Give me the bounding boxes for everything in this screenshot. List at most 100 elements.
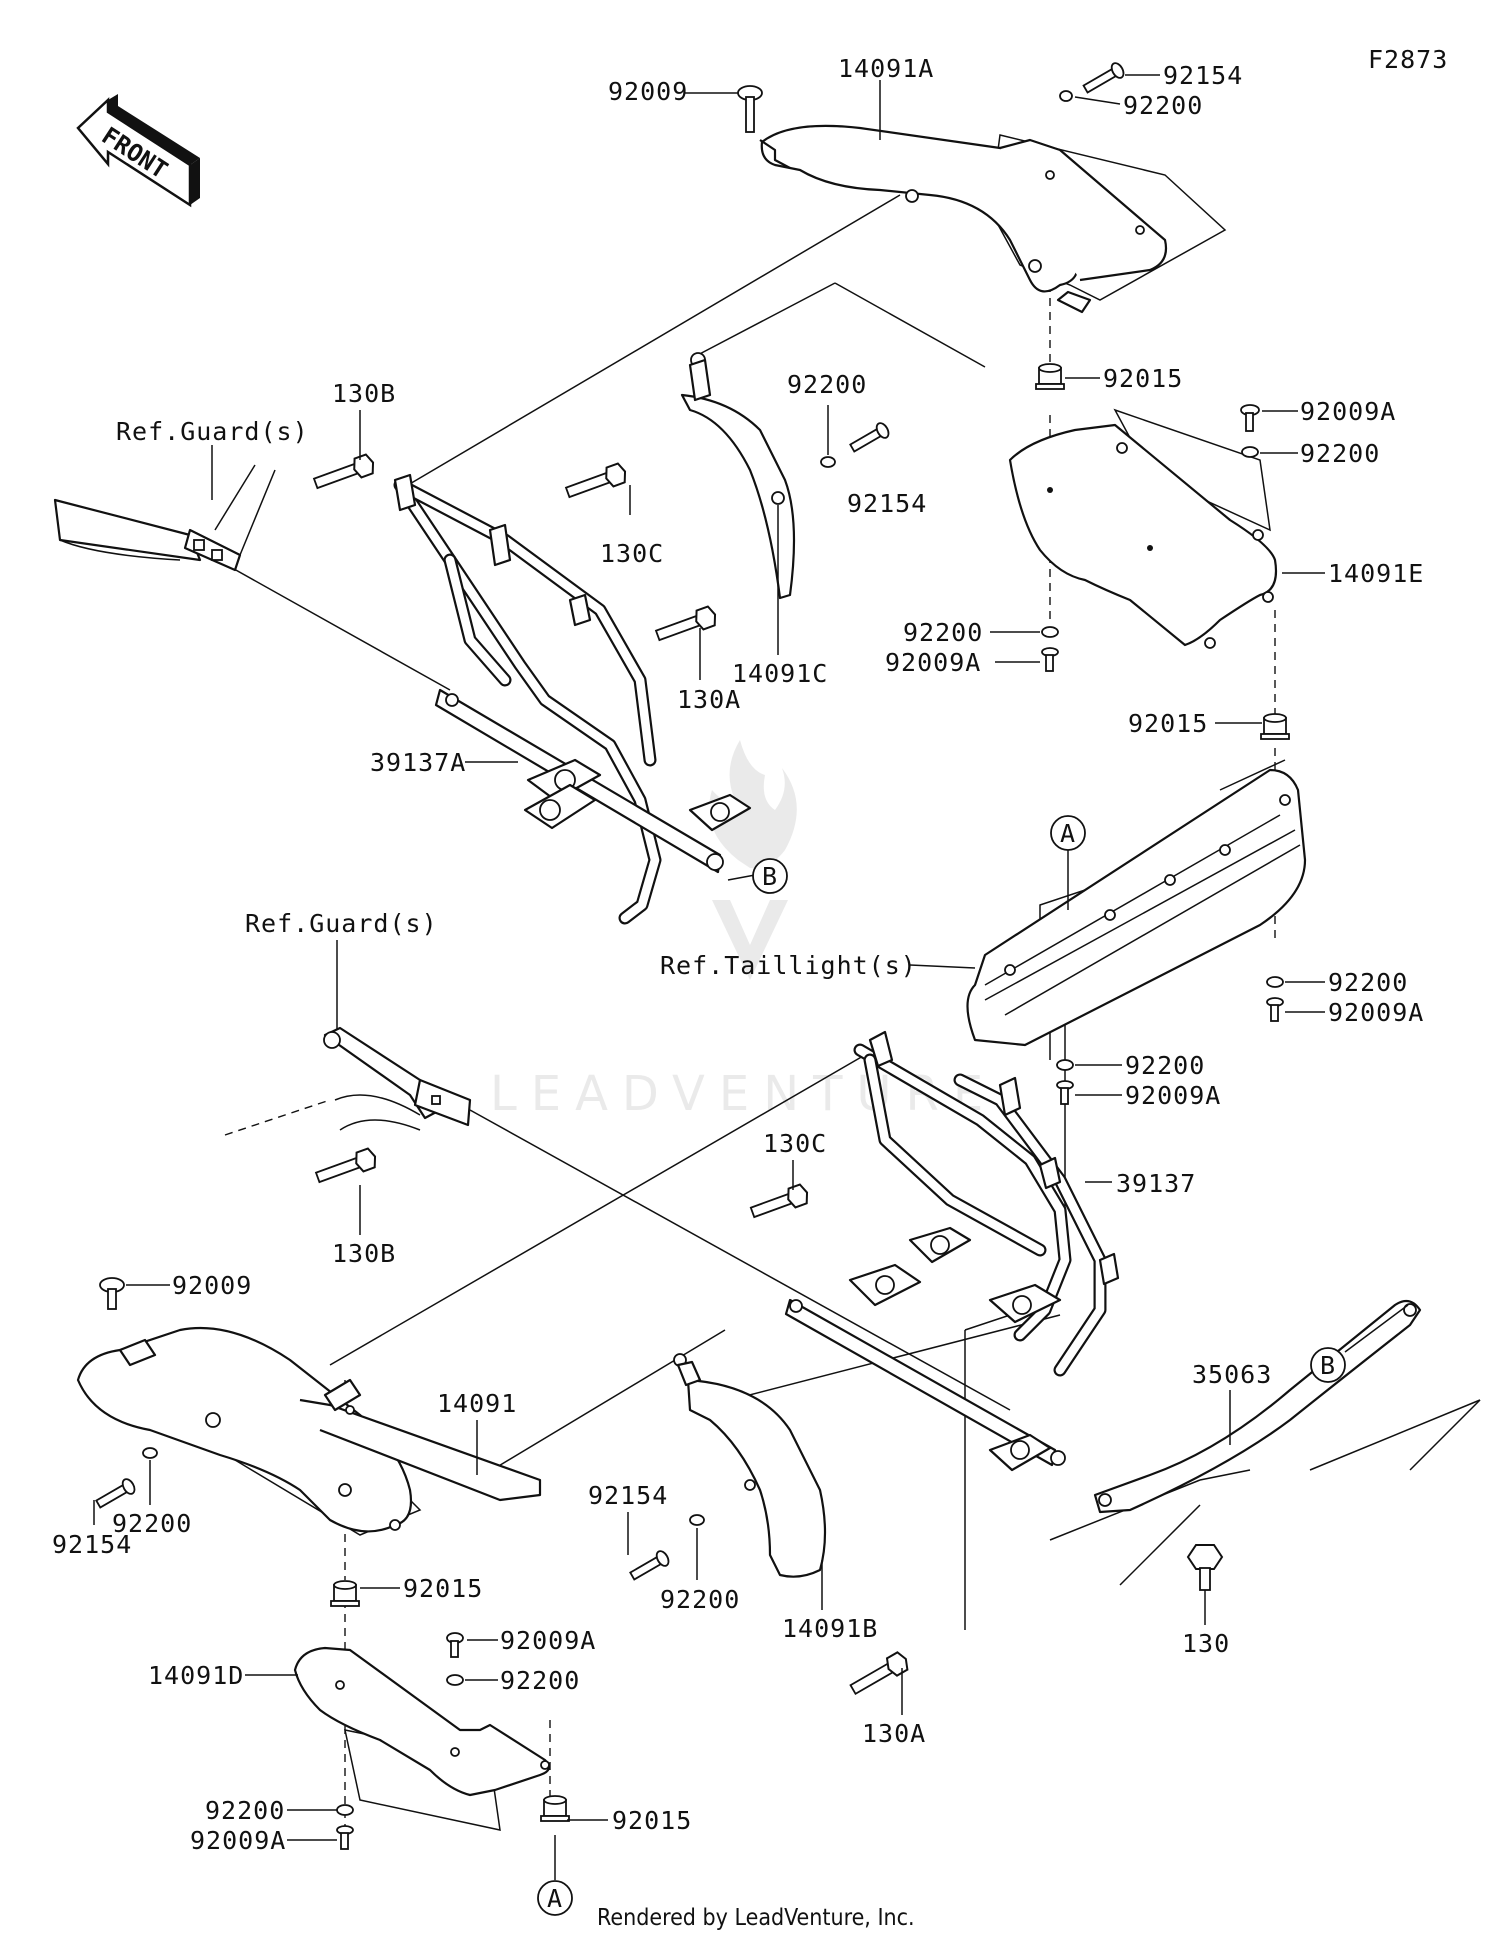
hardware (95, 62, 1290, 1850)
screw-icon (99, 1277, 125, 1310)
label-92200-r1: 92200 (1300, 439, 1380, 468)
svg-text:A: A (547, 1884, 563, 1913)
label-14091B: 14091B (782, 1614, 878, 1643)
label-leaders (93, 74, 1409, 1880)
label-92200-mid: 92200 (787, 370, 867, 399)
label-92154-b: 92154 (588, 1481, 668, 1510)
label-14091: 14091 (437, 1389, 517, 1418)
callout-b-right: B (1310, 1347, 1346, 1383)
label-130C-top: 130C (600, 539, 664, 568)
label-ref-taillight: Ref.Taillight(s) (660, 951, 917, 980)
label-92009A-b2: 92009A (190, 1826, 286, 1855)
bolt-icon (312, 453, 375, 490)
bolt-icon (1186, 1544, 1224, 1591)
label-92200-b2: 92200 (205, 1796, 285, 1825)
label-130C-bot: 130C (763, 1129, 827, 1158)
washer-icon (1041, 626, 1059, 638)
label-92009A-r4: 92009A (1125, 1081, 1221, 1110)
label-130A-top: 130A (677, 685, 741, 714)
nut-icon (1260, 713, 1290, 740)
label-35063: 35063 (1192, 1360, 1272, 1389)
footer-credit: Rendered by LeadVenture, Inc. (597, 1905, 915, 1931)
label-92015-r1: 92015 (1103, 364, 1183, 393)
bolt-icon (314, 1147, 377, 1184)
label-92200-l: 92200 (112, 1509, 192, 1538)
washer-icon (336, 1804, 354, 1816)
label-130B-bot: 130B (332, 1239, 396, 1268)
bolt-icon (629, 1550, 670, 1581)
bolt-icon (749, 1183, 809, 1219)
washer-icon (1241, 446, 1259, 458)
label-92200-b1: 92200 (500, 1666, 580, 1695)
callout-b-upper: B (752, 858, 788, 894)
washer-icon (1059, 90, 1073, 102)
frame-39137A (393, 473, 752, 925)
label-92154-top: 92154 (1163, 61, 1243, 90)
bolt-icon (654, 605, 717, 642)
cover-14091 (76, 1326, 542, 1536)
washer-icon (142, 1447, 158, 1459)
figure-code: F2873 (1368, 45, 1448, 74)
ref-guard-mid (323, 1026, 472, 1131)
washer-icon (820, 456, 836, 468)
part-labels: 92009 14091A 92154 92200 130B Ref.Guard(… (52, 54, 1424, 1855)
label-92015-b2: 92015 (612, 1806, 692, 1835)
screw-icon (737, 85, 763, 133)
label-ref-guard-top: Ref.Guard(s) (116, 417, 309, 446)
screw-icon (336, 1825, 354, 1850)
nut-icon (330, 1580, 360, 1607)
label-39137: 39137 (1116, 1169, 1196, 1198)
label-92200-r4: 92200 (1125, 1051, 1205, 1080)
cover-14091D (293, 1646, 551, 1831)
washer-icon (1266, 976, 1284, 988)
label-92009-bot: 92009 (172, 1271, 252, 1300)
label-14091C: 14091C (732, 659, 828, 688)
bolt-icon (849, 422, 890, 453)
washer-icon (689, 1514, 705, 1526)
label-92015-r2: 92015 (1128, 709, 1208, 738)
label-92200-r2: 92200 (903, 618, 983, 647)
label-39137A: 39137A (370, 748, 466, 777)
label-92200-r3: 92200 (1328, 968, 1408, 997)
label-92015-b1: 92015 (403, 1574, 483, 1603)
label-92009A-b1: 92009A (500, 1626, 596, 1655)
label-92200-top: 92200 (1123, 91, 1203, 120)
label-130: 130 (1182, 1629, 1230, 1658)
cover-14091E (1008, 408, 1278, 649)
label-92009A-r2: 92009A (885, 648, 981, 677)
panel-14091C (680, 352, 796, 600)
washer-icon (446, 1674, 464, 1686)
screw-icon (446, 1632, 464, 1658)
nut-icon (1035, 363, 1065, 390)
panel-14091B (673, 1353, 827, 1578)
watermark-text: LEADVENTURE (490, 1066, 997, 1122)
cover-14091A (759, 124, 1227, 314)
callout-a-bottom: A (537, 1880, 573, 1916)
screw-icon (1240, 404, 1260, 432)
label-92009A-r1: 92009A (1300, 397, 1396, 426)
label-14091D: 14091D (148, 1661, 244, 1690)
label-92154-mid: 92154 (847, 489, 927, 518)
svg-text:B: B (762, 862, 778, 891)
screw-icon (1041, 647, 1059, 672)
svg-text:A: A (1060, 819, 1076, 848)
nut-icon (540, 1795, 570, 1822)
ref-guard-top (53, 464, 276, 572)
callout-a-upper: A (1050, 815, 1086, 851)
frame-39137 (784, 1030, 1120, 1472)
bolt-icon (564, 462, 627, 499)
screw-icon (1056, 1080, 1074, 1105)
label-14091A: 14091A (838, 54, 934, 83)
label-130B-top: 130B (332, 379, 396, 408)
label-92154-l: 92154 (52, 1530, 132, 1559)
label-130A-bot: 130A (862, 1719, 926, 1748)
bolt-icon (1082, 62, 1125, 94)
label-14091E: 14091E (1328, 559, 1424, 588)
bolt-icon (95, 1478, 136, 1509)
screw-icon (1266, 997, 1284, 1022)
taillight-bar (966, 768, 1307, 1047)
label-92009-top: 92009 (608, 77, 688, 106)
label-92009A-r3: 92009A (1328, 998, 1424, 1027)
label-92200-b: 92200 (660, 1585, 740, 1614)
